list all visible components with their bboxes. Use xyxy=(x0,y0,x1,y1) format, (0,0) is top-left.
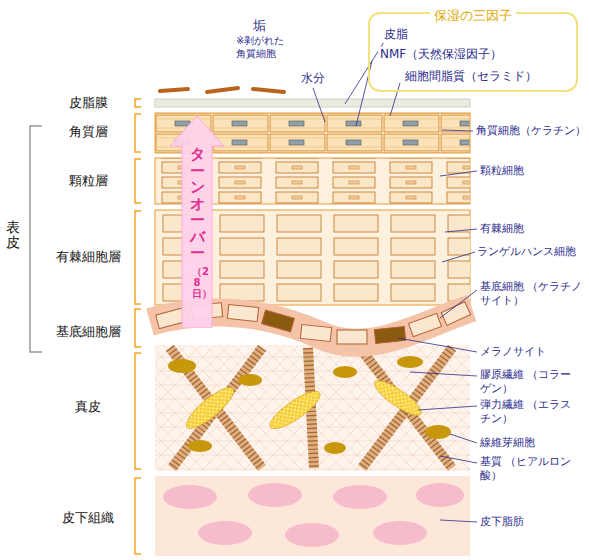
arrow-outline xyxy=(170,116,224,328)
layer-name: 有棘細胞層 xyxy=(48,249,128,266)
water-label: 水分 xyxy=(301,71,325,87)
turnover-arrow: ターンオーバー （28日） xyxy=(168,116,226,328)
box-heading: 保湿の三因子 xyxy=(430,8,516,25)
turnover-days: （28日） xyxy=(192,266,202,299)
part-label: 線維芽細胞 xyxy=(480,436,535,450)
turnover-text: ターンオーバー xyxy=(190,146,205,262)
part-label: ランゲルハンス細胞 xyxy=(477,245,576,259)
factor-label: 細胞間脂質（セラミド） xyxy=(403,69,539,85)
layer-name: 顆粒層 xyxy=(48,173,128,190)
moisture-factor-box: 保湿の三因子皮脂NMF（天然保湿因子）細胞間脂質（セラミド） xyxy=(368,12,578,92)
layer-name: 皮脂膜 xyxy=(48,95,128,112)
debris-label: 垢 xyxy=(253,18,266,35)
heading-row: 保湿の三因子 xyxy=(370,5,576,25)
factor-label: NMF（天然保湿因子） xyxy=(378,47,504,63)
layer-name: 真皮 xyxy=(48,399,128,416)
note: ※剥がれた 角質細胞 xyxy=(236,35,294,60)
part-label: 基底細胞 （ケラチノサイト） xyxy=(480,280,584,309)
arrow-text-column: ターンオーバー （28日） xyxy=(168,146,226,299)
part-label: 皮下脂肪 xyxy=(480,515,524,529)
factor-label: 皮脂 xyxy=(382,27,410,43)
part-label: メラノサイト xyxy=(480,345,546,359)
group-name: 表皮 xyxy=(6,220,20,251)
part-label: 有棘細胞 xyxy=(480,222,524,236)
part-label: 膠原繊維 （コラーゲン） xyxy=(480,368,580,397)
part-label: 弾力繊維 （エラスチン） xyxy=(480,398,580,427)
part-label: 角質細胞（ケラチン） xyxy=(476,124,586,138)
layer-name: 基底細胞層 xyxy=(48,324,128,341)
layer-name: 角質層 xyxy=(48,124,128,141)
part-label: 基質 （ヒアルロン酸） xyxy=(480,455,580,484)
layer-name: 皮下組織 xyxy=(48,510,128,527)
part-label: 顆粒細胞 xyxy=(480,164,524,178)
